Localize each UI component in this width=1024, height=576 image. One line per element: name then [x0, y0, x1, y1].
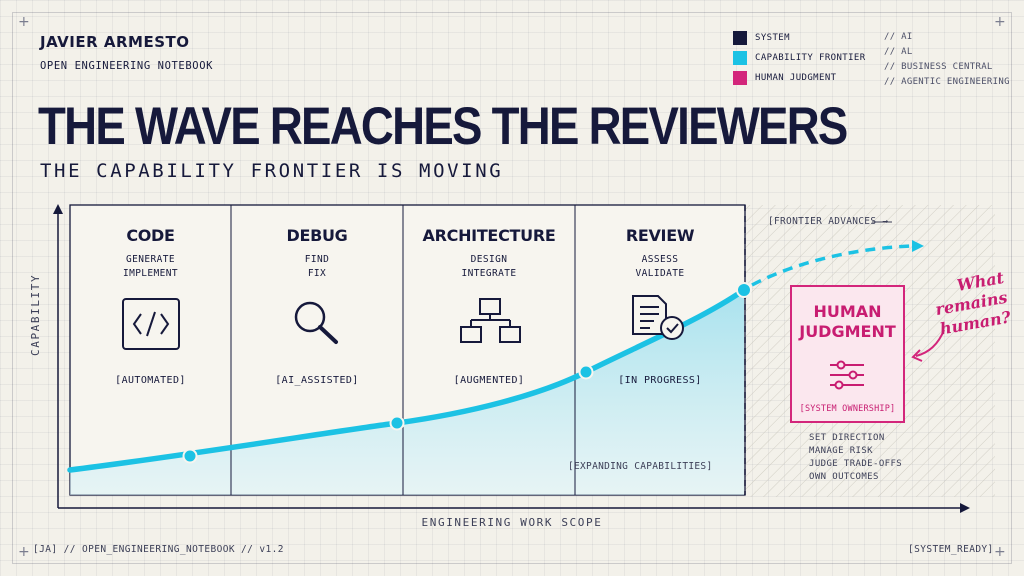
topic-tags: // AI // AL // BUSINESS CENTRAL // AGENT…	[884, 30, 1010, 90]
human-judgment-title: HUMAN JUDGMENT	[790, 302, 905, 342]
human-judgment-item: OWN OUTCOMES	[809, 472, 879, 482]
magnifier-icon	[294, 301, 338, 344]
y-axis-arrow	[53, 204, 63, 214]
legend-label: SYSTEM	[755, 33, 790, 43]
page-title: THE WAVE REACHES THE REVIEWERS	[38, 97, 848, 156]
corner-mark-top-right: +	[994, 14, 1006, 30]
frontier-point	[389, 415, 405, 431]
frontier-point	[578, 364, 594, 380]
column-status-code: [AUTOMATED]	[115, 375, 186, 386]
footer-status: [SYSTEM_READY]	[908, 544, 994, 555]
sliders-icon	[830, 360, 864, 390]
expanding-capabilities-label: [EXPANDING CAPABILITIES]	[568, 461, 713, 472]
capability-frontier-curve	[67, 287, 747, 473]
column-title-review: REVIEW	[625, 226, 695, 245]
column-sub-line: IMPLEMENT	[122, 268, 179, 279]
legend-swatch-system	[733, 31, 747, 45]
tag-item: // AL	[884, 47, 913, 57]
notebook-label: OPEN ENGINEERING NOTEBOOK	[40, 60, 214, 72]
human-judgment-title-line: HUMAN	[813, 302, 882, 321]
column-sub-line: VALIDATE	[635, 268, 685, 279]
column-sub-line: ASSESS	[641, 254, 679, 265]
page-subtitle: THE CAPABILITY FRONTIER IS MOVING	[40, 160, 504, 182]
column-sub-line: GENERATE	[126, 254, 175, 265]
page-frame	[12, 12, 1012, 564]
legend-label: HUMAN JUDGMENT	[755, 73, 837, 83]
column-sub-code: GENERATE IMPLEMENT	[70, 253, 231, 281]
legend-item-system: SYSTEM	[733, 31, 790, 45]
human-judgment-item: MANAGE RISK	[809, 446, 874, 456]
corner-mark-bottom-left: +	[18, 544, 30, 560]
column-status-architecture: [AUGMENTED]	[453, 375, 525, 386]
legend-item-human-judgment: HUMAN JUDGMENT	[733, 71, 836, 85]
human-judgment-box	[790, 285, 905, 423]
frontier-point	[182, 448, 198, 464]
frontier-projection-dashed	[751, 244, 913, 287]
document-check-icon	[632, 295, 684, 340]
column-sub-line: FIND	[304, 254, 330, 265]
human-judgment-item: SET DIRECTION	[809, 433, 885, 443]
column-sub-review: ASSESS VALIDATE	[575, 253, 745, 281]
annotation-arrow	[915, 329, 945, 357]
column-title-debug: DEBUG	[286, 226, 348, 245]
column-sub-architecture: DESIGN INTEGRATE	[403, 253, 575, 281]
corner-mark-top-left: +	[18, 14, 30, 30]
column-sub-debug: FIND FIX	[231, 253, 403, 281]
frontier-point	[736, 282, 752, 298]
column-status-review: [IN PROGRESS]	[618, 375, 702, 386]
column-title-architecture: ARCHITECTURE	[422, 226, 556, 245]
legend-swatch-human-judgment	[733, 71, 747, 85]
author-name: JAVIER ARMESTO	[40, 33, 190, 51]
annotation-arrow-head	[911, 349, 923, 362]
column-sub-line: FIX	[307, 268, 327, 279]
x-axis-label: ENGINEERING WORK SCOPE	[421, 516, 603, 529]
legend-swatch-capability-frontier	[733, 51, 747, 65]
tag-item: // BUSINESS CENTRAL	[884, 62, 993, 72]
corner-mark-bottom-right: +	[994, 544, 1006, 560]
frontier-advances-label: [FRONTIER ADVANCES →	[768, 216, 889, 227]
human-judgment-item: JUDGE TRADE-OFFS	[809, 459, 903, 469]
tag-item: // AGENTIC ENGINEERING	[884, 77, 1010, 87]
human-judgment-list: SET DIRECTION MANAGE RISK JUDGE TRADE-OF…	[809, 432, 902, 484]
footer-version: [JA] // OPEN_ENGINEERING_NOTEBOOK // v1.…	[33, 544, 284, 555]
column-sub-line: DESIGN	[470, 254, 508, 265]
hierarchy-icon	[460, 298, 521, 343]
column-status-debug: [AI_ASSISTED]	[275, 375, 359, 386]
column-sub-line: INTEGRATE	[461, 268, 517, 279]
legend-label: CAPABILITY FRONTIER	[755, 53, 866, 63]
tag-item: // AI	[884, 32, 913, 42]
y-axis-label: CAPABILITY	[29, 273, 42, 356]
x-axis-arrow	[960, 503, 970, 513]
legend-item-capability-frontier: CAPABILITY FRONTIER	[733, 51, 866, 65]
frontier-projection-arrow	[912, 240, 924, 252]
human-judgment-title-line: JUDGMENT	[799, 322, 896, 341]
code-icon	[122, 298, 180, 350]
human-judgment-status: [SYSTEM OWNERSHIP]	[799, 404, 896, 414]
column-title-code: CODE	[126, 226, 175, 245]
